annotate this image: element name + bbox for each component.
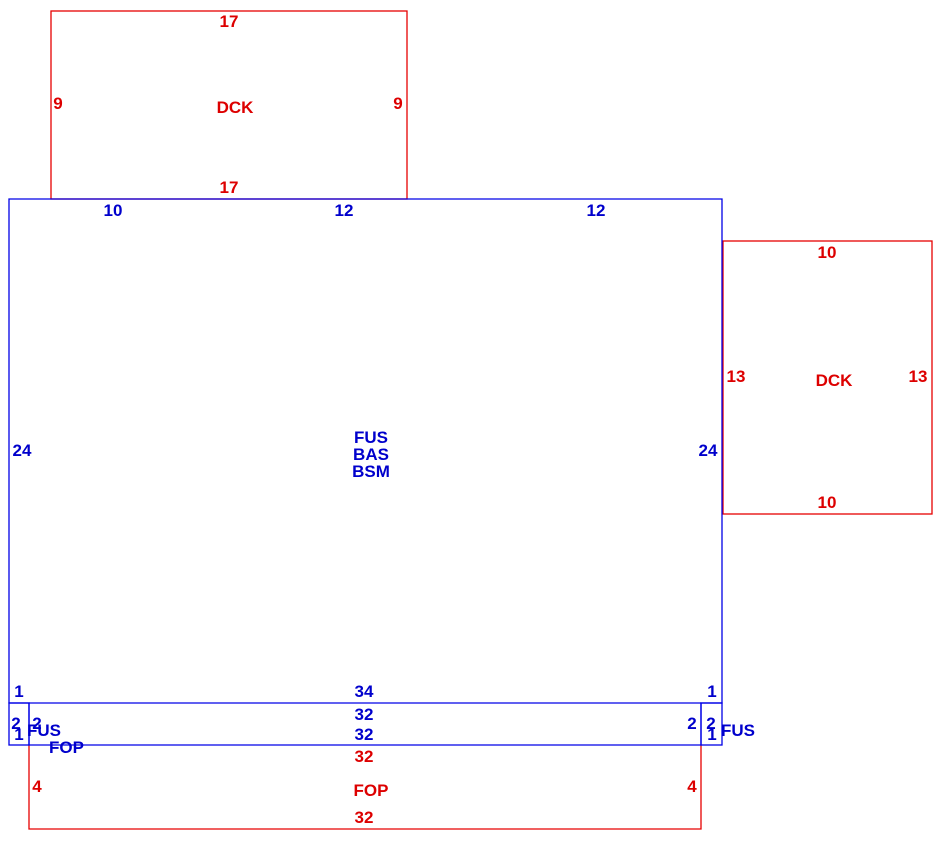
deck-top-dim-bottom: 17 [220,178,239,197]
deck-right-dim-left: 13 [727,367,746,386]
strip-dim-bottom: 32 [355,725,374,744]
porch-code: FOP [354,781,389,800]
main-dim-top-right: 12 [587,201,606,220]
deck-top-code: DCK [217,98,255,117]
porch-dim-right: 4 [687,777,697,796]
deck-top-area: 17 17 9 9 DCK [50,10,408,200]
main-code-2: BAS [353,445,389,464]
main-dim-top-left: 10 [104,201,123,220]
main-area: 10 12 12 24 24 34 1 1 FUS BAS BSM 32 32 … [8,198,755,757]
deck-top-dim-top: 17 [220,12,239,31]
main-code-3: BSM [352,462,390,481]
left-tab-dim-a: 2 [11,714,20,733]
deck-right-dim-right: 13 [909,367,928,386]
porch-area: 32 32 4 4 FOP [28,745,702,830]
main-dim-bottom: 34 [355,682,374,701]
porch-dim-top: 32 [355,747,374,766]
strip-dim-top: 32 [355,705,374,724]
right-tab-dim-a: 2 [687,714,696,733]
deck-right-area: 10 10 13 13 DCK [722,240,933,515]
left-tab-dim-b: 2 [32,714,41,733]
main-code-1: FUS [354,428,388,447]
left-tab-dim-c: 1 [14,725,23,744]
main-dim-right: 24 [699,441,718,460]
deck-top-dim-left: 9 [53,94,62,113]
right-tab-code: FUS [721,721,755,740]
porch-outline [28,745,702,830]
left-fop-label: FOP [49,738,84,757]
deck-top-dim-right: 9 [393,94,402,113]
main-dim-bottom-left-jog: 1 [14,682,23,701]
right-tab-dim-b: 2 [706,714,715,733]
right-tab-dim-c: 1 [707,725,716,744]
left-tab-outline [8,702,30,746]
main-dim-top-mid: 12 [335,201,354,220]
main-dim-left: 24 [13,441,32,460]
deck-right-dim-top: 10 [818,243,837,262]
porch-dim-bottom: 32 [355,808,374,827]
deck-right-outline [722,240,933,515]
left-tab-code: FUS [27,721,61,740]
main-dim-bottom-right-jog: 1 [707,682,716,701]
porch-dim-left: 4 [32,777,42,796]
right-tab-outline [700,702,723,746]
deck-right-code: DCK [816,371,854,390]
deck-right-dim-bottom: 10 [818,493,837,512]
